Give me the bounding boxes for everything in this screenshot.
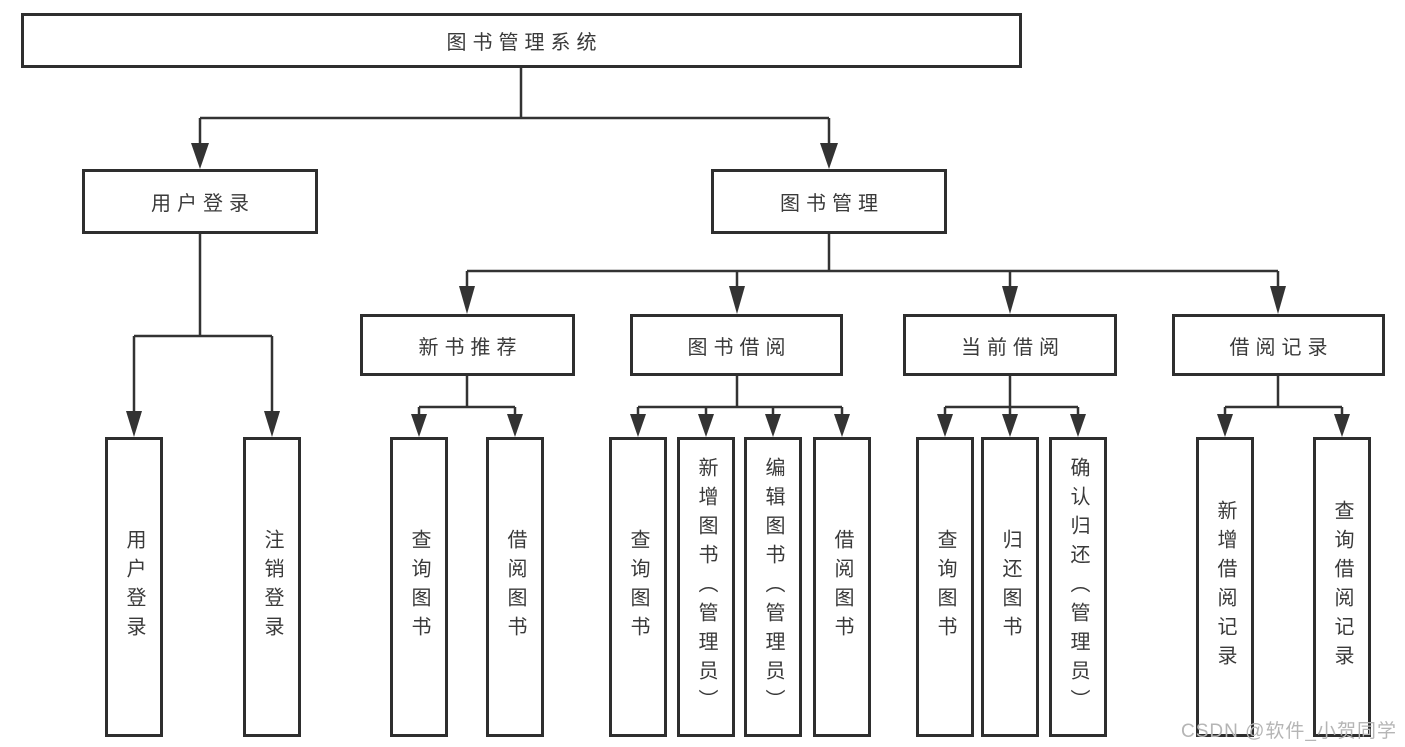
leaf-cb-return-book: 归还图书 bbox=[981, 437, 1039, 737]
leaf-bb-edit-book-admin: 编辑图书（管理员） bbox=[744, 437, 802, 737]
csdn-watermark: CSDN @软件_小贺同学 bbox=[1181, 721, 1397, 742]
node-book-borrowing: 图书借阅 bbox=[630, 314, 843, 376]
leaf-br-add-record: 新增借阅记录 bbox=[1196, 437, 1254, 737]
leaf-user-login: 用户登录 bbox=[105, 437, 163, 737]
leaf-br-query-record: 查询借阅记录 bbox=[1313, 437, 1371, 737]
node-borrowing-records: 借阅记录 bbox=[1172, 314, 1385, 376]
node-book-management: 图书管理 bbox=[711, 169, 947, 234]
node-user-login: 用户登录 bbox=[82, 169, 318, 234]
leaf-logout: 注销登录 bbox=[243, 437, 301, 737]
node-library-management-system: 图书管理系统 bbox=[21, 13, 1022, 68]
leaf-bb-query-book: 查询图书 bbox=[609, 437, 667, 737]
leaf-cb-query-book: 查询图书 bbox=[916, 437, 974, 737]
leaf-bb-add-book-admin: 新增图书（管理员） bbox=[677, 437, 735, 737]
leaf-rec-borrow-book: 借阅图书 bbox=[486, 437, 544, 737]
arrowheads bbox=[126, 143, 1350, 437]
leaf-rec-query-book: 查询图书 bbox=[390, 437, 448, 737]
leaf-cb-confirm-return-admin: 确认归还（管理员） bbox=[1049, 437, 1107, 737]
node-new-book-recommendation: 新书推荐 bbox=[360, 314, 575, 376]
leaf-bb-borrow-book: 借阅图书 bbox=[813, 437, 871, 737]
node-current-borrowing: 当前借阅 bbox=[903, 314, 1117, 376]
